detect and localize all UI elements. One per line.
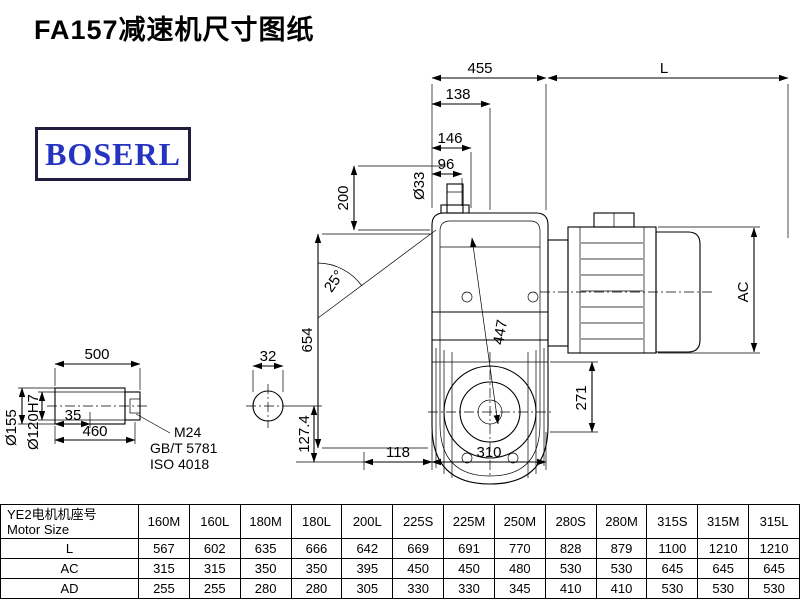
table-cell: 330 <box>443 578 495 599</box>
table-cell: 280 <box>290 578 343 599</box>
dim-96: 96 <box>438 156 455 173</box>
table-cell: 255 <box>138 578 190 599</box>
table-cell: 1210 <box>748 538 800 559</box>
table-cell: 280 <box>239 578 292 599</box>
dim-input-shaft-dia: Ø33 <box>411 172 428 200</box>
dim-32: 32 <box>260 348 277 365</box>
col-header: 280M <box>595 504 648 539</box>
table-header-row: YE2电机机座号 Motor Size 160M 160L 180M 180L … <box>0 504 800 539</box>
table-cell: 602 <box>188 538 241 559</box>
table-cell: 666 <box>290 538 343 559</box>
dim-654: 654 <box>299 327 316 352</box>
table-cell: 530 <box>646 578 699 599</box>
table-cell: 530 <box>748 578 800 599</box>
col-header: 315S <box>646 504 699 539</box>
dim-L: L <box>660 60 668 77</box>
table-cell: 530 <box>697 578 750 599</box>
dim-118: 118 <box>386 444 410 461</box>
dim-200: 200 <box>335 185 352 210</box>
col-header: 225M <box>443 504 495 539</box>
dimension-lines <box>18 74 789 470</box>
table-cell: 410 <box>595 578 648 599</box>
table-cell: 645 <box>646 558 699 579</box>
motor-size-header: YE2电机机座号 Motor Size <box>0 504 139 539</box>
col-header: 315M <box>697 504 750 539</box>
page-title: FA157减速机尺寸图纸 <box>34 15 315 45</box>
table-cell: 530 <box>544 558 597 579</box>
table-row-L: L 567 602 635 666 642 669 691 770 828 87… <box>0 538 800 559</box>
col-header: 315L <box>748 504 800 539</box>
thread-callout: M24 <box>174 424 201 440</box>
col-header: 225S <box>392 504 445 539</box>
row-label: AC <box>0 558 139 579</box>
col-header: 160L <box>188 504 241 539</box>
dimension-labels: 455 L 138 146 96 Ø33 200 654 25° 447 AC … <box>3 60 752 472</box>
table-cell: 828 <box>544 538 597 559</box>
row-label: AD <box>0 578 139 599</box>
dim-138: 138 <box>445 86 470 103</box>
table-cell: 350 <box>239 558 292 579</box>
brand-logo-text: BOSERL <box>45 135 181 172</box>
dim-455: 455 <box>467 60 492 77</box>
col-header: 280S <box>544 504 597 539</box>
dim-127-4: 127.4 <box>296 415 313 453</box>
standard-iso: ISO 4018 <box>150 456 209 472</box>
shaft-section-view <box>246 384 290 428</box>
table-cell: 669 <box>392 538 445 559</box>
table-cell: 691 <box>443 538 495 559</box>
dim-310: 310 <box>476 444 501 461</box>
table-cell: 480 <box>493 558 546 579</box>
table-cell: 330 <box>392 578 445 599</box>
table-cell: 315 <box>138 558 190 579</box>
standard-gbt: GB/T 5781 <box>150 440 218 456</box>
row-label: L <box>0 538 139 559</box>
table-cell: 645 <box>697 558 750 579</box>
gearbox-front-view <box>428 183 552 485</box>
col-header: 200L <box>341 504 394 539</box>
dim-shaft-dia: Ø155 <box>3 409 20 446</box>
col-header: 180L <box>290 504 343 539</box>
col-header: 250M <box>493 504 546 539</box>
motor-side-view <box>540 212 712 354</box>
table-cell: 450 <box>392 558 445 579</box>
table-cell: 450 <box>443 558 495 579</box>
table-row-AC: AC 315 315 350 350 395 450 450 480 530 5… <box>0 558 800 579</box>
technical-drawing: 455 L 138 146 96 Ø33 200 654 25° 447 AC … <box>3 60 789 485</box>
motor-size-header-en: Motor Size <box>7 521 70 537</box>
dim-bore-dia: Ø120H7 <box>25 394 42 450</box>
dim-447: 447 <box>490 318 511 346</box>
table-cell: 305 <box>341 578 394 599</box>
dim-35: 35 <box>65 407 82 424</box>
dim-angle: 25° <box>321 267 348 295</box>
brand-logo: BOSERL <box>35 127 191 181</box>
table-cell: 1100 <box>646 538 699 559</box>
table-cell: 410 <box>544 578 597 599</box>
dim-146: 146 <box>437 130 462 147</box>
table-cell: 395 <box>341 558 394 579</box>
col-header: 160M <box>138 504 190 539</box>
table-cell: 770 <box>493 538 546 559</box>
motor-size-header-cn: YE2电机机座号 <box>7 506 97 522</box>
dim-500: 500 <box>84 346 109 363</box>
table-cell: 635 <box>239 538 292 559</box>
motor-size-table: YE2电机机座号 Motor Size 160M 160L 180M 180L … <box>0 504 800 599</box>
table-cell: 567 <box>138 538 190 559</box>
col-header: 180M <box>239 504 292 539</box>
dim-271: 271 <box>573 385 590 410</box>
table-cell: 345 <box>493 578 546 599</box>
table-cell: 879 <box>595 538 648 559</box>
dim-AC: AC <box>735 281 752 302</box>
table-cell: 530 <box>595 558 648 579</box>
table-cell: 315 <box>188 558 241 579</box>
table-cell: 1210 <box>697 538 750 559</box>
dim-460: 460 <box>82 423 107 440</box>
table-cell: 255 <box>188 578 241 599</box>
table-cell: 642 <box>341 538 394 559</box>
table-row-AD: AD 255 255 280 280 305 330 330 345 410 4… <box>0 578 800 599</box>
table-cell: 645 <box>748 558 800 579</box>
table-cell: 350 <box>290 558 343 579</box>
